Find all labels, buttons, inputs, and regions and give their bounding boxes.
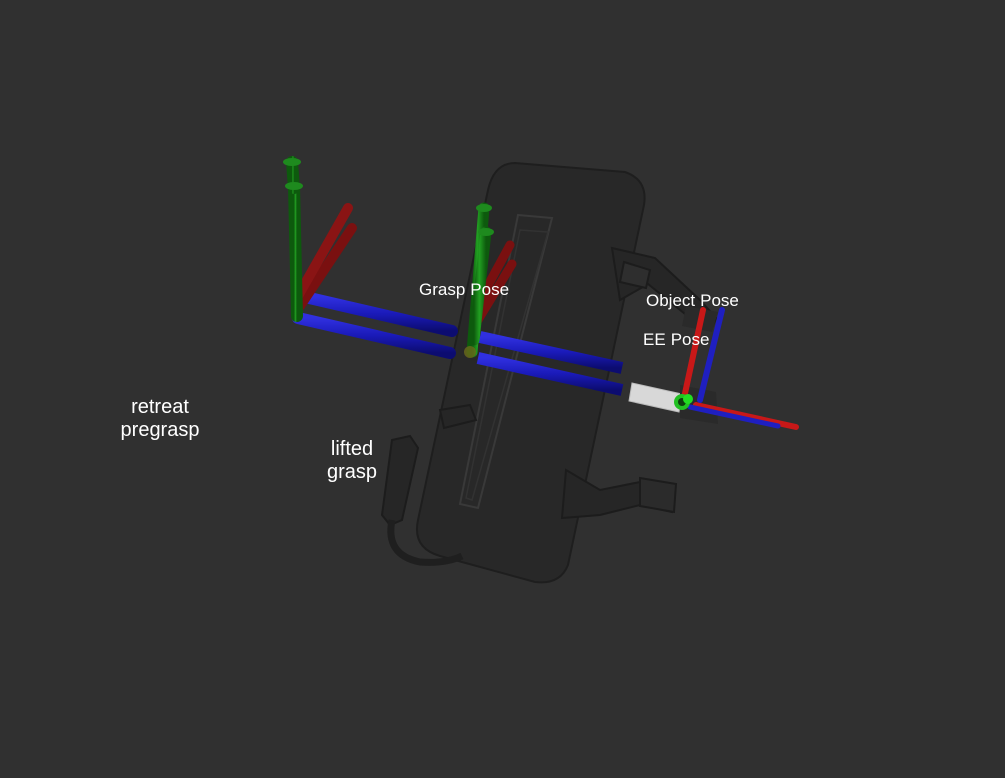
retreat-pose-axes [283, 156, 458, 359]
retreat-pregrasp-label: retreat pregrasp [118, 396, 202, 442]
ee-pose-axes [628, 306, 799, 430]
object-pose-label-word1: Object [646, 291, 696, 310]
ee-pose-label-word2: Pose [670, 330, 710, 349]
grasp-pose-label-word2: Pose [470, 280, 510, 299]
retreat-label-line2: pregrasp [120, 419, 200, 441]
lifted-label-line2: grasp [326, 461, 378, 483]
retreat-label-line1: retreat [131, 396, 189, 418]
mount-cable [380, 403, 478, 566]
object-pose-label-word2: Pose [700, 291, 739, 310]
grasp-pose-axes [464, 202, 624, 396]
grasp-pose-label-word1: Grasp [419, 280, 466, 299]
lifted-grasp-label: lifted grasp [320, 438, 384, 484]
mount-bracket-bottom [560, 468, 678, 520]
ee-pose-label-word1: EE [643, 330, 666, 349]
lifted-label-line1: lifted [330, 438, 374, 460]
